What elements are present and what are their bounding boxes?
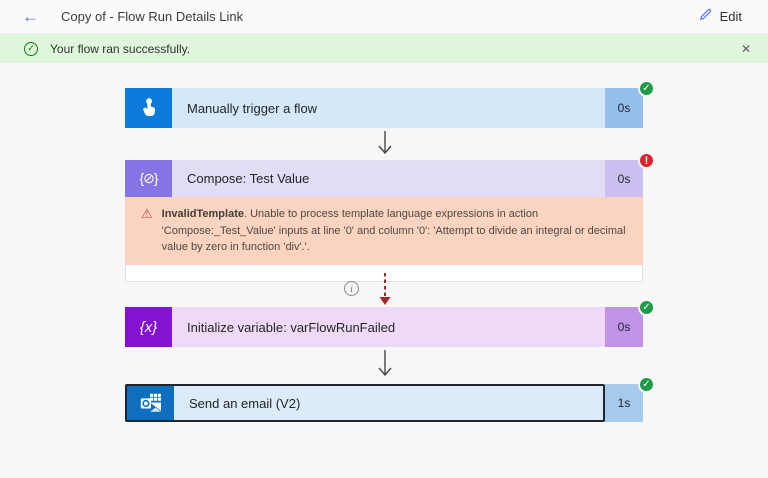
edit-button[interactable]: Edit (698, 7, 742, 27)
banner-close-icon[interactable]: ✕ (740, 41, 751, 56)
failed-connector-arrow (379, 273, 391, 305)
node-compose[interactable]: {⊘} Compose: Test Value 0s ! ⚠ InvalidTe… (125, 152, 655, 282)
connector-arrow (378, 131, 392, 155)
error-message-panel: ⚠ InvalidTemplate. Unable to process tem… (125, 197, 643, 265)
warning-icon: ⚠ (141, 206, 153, 221)
node-duration: 0s (605, 307, 643, 347)
error-badge-icon: ! (638, 152, 655, 169)
node-send-email[interactable]: Send an email (V2) 1s ✓ (125, 376, 655, 422)
node-duration: 1s (605, 384, 643, 422)
success-check-icon: ✓ (24, 41, 38, 56)
error-detail: . Unable to process template language ex… (161, 208, 626, 253)
error-code: InvalidTemplate (161, 208, 244, 220)
compose-icon: {⊘} (125, 160, 172, 197)
manual-trigger-icon (125, 88, 172, 128)
node-duration: 0s (605, 160, 643, 197)
success-banner: ✓ Your flow ran successfully. ✕ (0, 34, 768, 63)
outlook-icon (127, 386, 174, 420)
node-label: Initialize variable: varFlowRunFailed (172, 307, 605, 347)
node-label: Send an email (V2) (174, 386, 603, 420)
node-duration: 0s (605, 88, 643, 128)
connector-arrow (378, 350, 392, 377)
success-badge-icon: ✓ (638, 376, 655, 393)
banner-message: Your flow ran successfully. (50, 41, 191, 56)
node-manual-trigger[interactable]: Manually trigger a flow 0s ✓ (125, 80, 655, 128)
node-label: Compose: Test Value (172, 160, 605, 197)
edit-button-label: Edit (719, 9, 742, 24)
back-arrow-icon[interactable]: ← (22, 7, 39, 26)
error-message: InvalidTemplate. Unable to process templ… (162, 206, 629, 256)
success-badge-icon: ✓ (638, 80, 655, 97)
top-header: ← Copy of - Flow Run Details Link Edit (0, 0, 768, 34)
pencil-icon (698, 7, 713, 27)
node-initialize-variable[interactable]: {x} Initialize variable: varFlowRunFaile… (125, 299, 655, 347)
variable-icon: {x} (125, 307, 172, 347)
success-badge-icon: ✓ (638, 299, 655, 316)
node-label: Manually trigger a flow (172, 88, 605, 128)
info-icon[interactable]: i (344, 281, 359, 296)
page-title: Copy of - Flow Run Details Link (61, 9, 244, 24)
